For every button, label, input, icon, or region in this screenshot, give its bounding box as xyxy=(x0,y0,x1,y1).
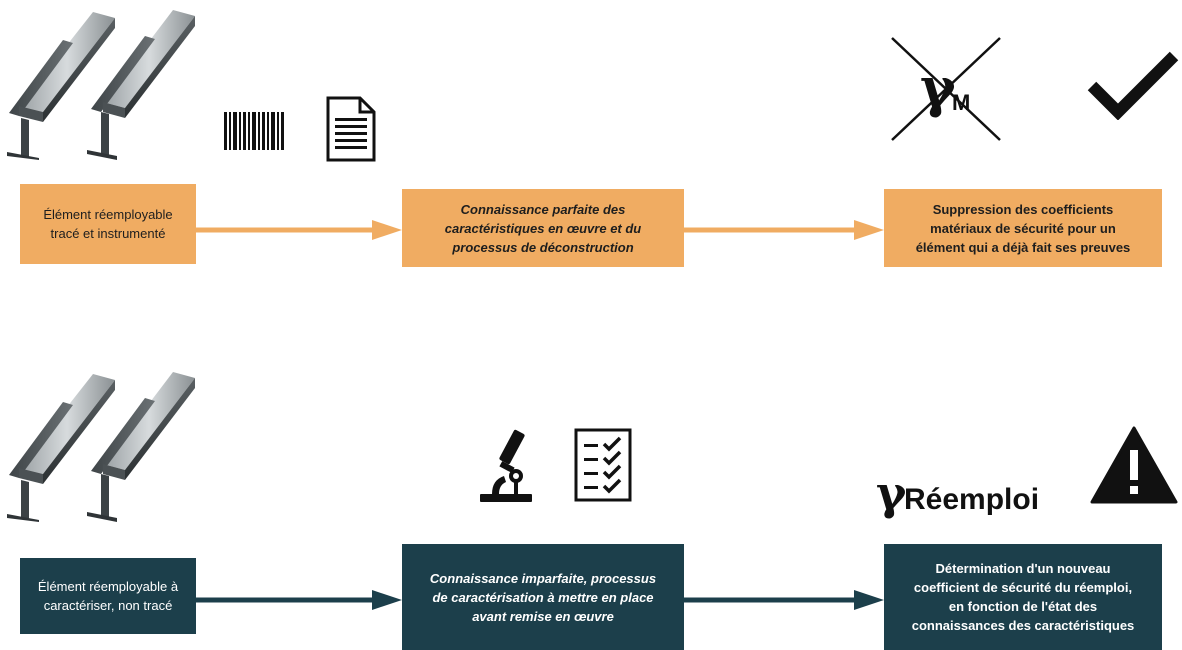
barcode-icon xyxy=(224,112,284,150)
arrow-3 xyxy=(196,590,402,610)
crossed-out-icon: γ M xyxy=(888,36,1004,142)
coefficient-removal-text: Suppression des coefficients matériaux d… xyxy=(915,201,1131,255)
steel-beam-icon xyxy=(7,10,195,160)
new-coefficient-text: Détermination d'un nouveau coefficient d… xyxy=(911,561,1135,633)
arrow-1 xyxy=(196,220,402,240)
untraced-element-text: Élément réemployable à caractériser, non… xyxy=(37,579,179,613)
checkmark-icon xyxy=(1087,51,1179,120)
gamma-reemploi-subscript: Réemploi xyxy=(904,483,1040,516)
new-coefficient-box: Détermination d'un nouveau coefficient d… xyxy=(884,544,1162,650)
microscope-icon xyxy=(480,429,532,502)
warning-icon xyxy=(1090,426,1178,504)
coefficient-removal-box: Suppression des coefficients matériaux d… xyxy=(884,189,1162,267)
perfect-knowledge-box: Connaissance parfaite des caractéristiqu… xyxy=(402,189,684,267)
untraced-element-box: Élément réemployable à caractériser, non… xyxy=(20,558,196,634)
traced-element-box: Élément réemployable tracé et instrument… xyxy=(20,184,196,264)
checklist-icon xyxy=(574,428,632,502)
gamma-reemploi-symbol: γ xyxy=(876,466,907,520)
document-icon xyxy=(326,96,376,162)
steel-beam-icon xyxy=(7,372,195,522)
imperfect-knowledge-text: Connaissance imparfaite, processus de ca… xyxy=(429,570,657,624)
traced-element-text: Élément réemployable tracé et instrument… xyxy=(43,207,173,241)
perfect-knowledge-text: Connaissance parfaite des caractéristiqu… xyxy=(444,201,642,255)
arrow-2 xyxy=(684,220,884,240)
arrow-4 xyxy=(684,590,884,610)
imperfect-knowledge-box: Connaissance imparfaite, processus de ca… xyxy=(402,544,684,650)
